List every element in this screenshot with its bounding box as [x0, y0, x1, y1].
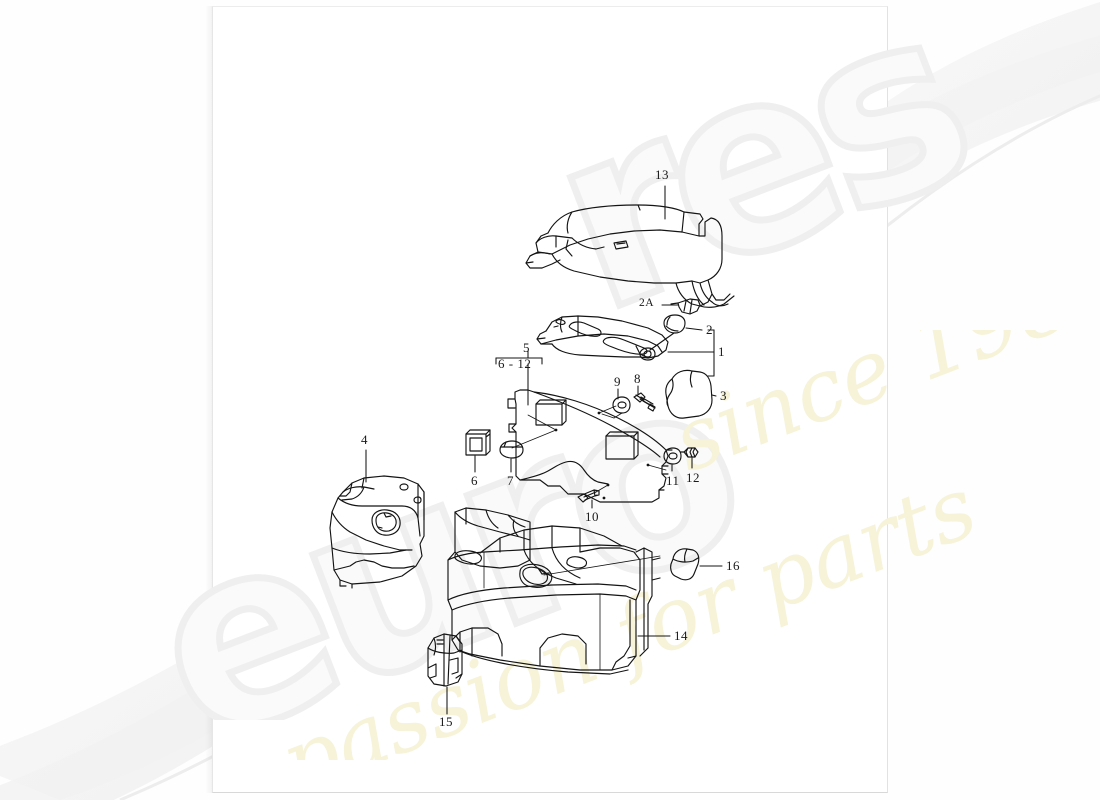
callout-2A: 2A [639, 297, 655, 309]
callout-5: 5 [523, 340, 530, 355]
callout-12: 12 [686, 470, 700, 485]
callout-16: 16 [726, 558, 740, 573]
callout-13: 13 [655, 167, 669, 182]
part-12-nut [680, 447, 699, 458]
callout-3: 3 [720, 388, 727, 403]
callout-6-12: 6 - 12 [498, 356, 532, 371]
part-6-square-cover-cap [465, 429, 491, 456]
sheet-shadow [205, 6, 213, 793]
part-5-rear-side-trim-panel [507, 389, 673, 503]
part-15-corner-trim-cover [427, 633, 463, 687]
callout-4: 4 [361, 432, 368, 447]
part-8-screw [633, 392, 656, 412]
callout-9: 9 [614, 374, 621, 389]
part-14-luggage-floor-carpet [447, 507, 661, 675]
part-13-rear-shelf-trim [525, 204, 735, 308]
part-2A-clip-retainer [670, 298, 701, 315]
part-1-sill-trim-panel [536, 315, 669, 361]
part-16-small-trim-cap [670, 548, 700, 581]
callout-6: 6 [471, 473, 478, 488]
callout-10: 10 [585, 509, 599, 524]
callout-11: 11 [666, 473, 680, 488]
callout-1: 1 [718, 344, 725, 359]
part-7-round-plug-cap [499, 440, 524, 459]
part-10-threaded-bolt [577, 489, 600, 503]
callout-8: 8 [634, 371, 641, 386]
callout-7: 7 [507, 473, 514, 488]
callout-15: 15 [439, 714, 453, 729]
callout-leaders [365, 185, 723, 715]
callout-2: 2 [706, 322, 713, 337]
part-2-knob-fastener [649, 314, 686, 351]
part-4-rear-quarter-trim-panel [329, 475, 425, 589]
part-11-washer-small [663, 447, 682, 465]
callout-14: 14 [674, 628, 688, 643]
part-3-trim-pad [665, 369, 713, 419]
